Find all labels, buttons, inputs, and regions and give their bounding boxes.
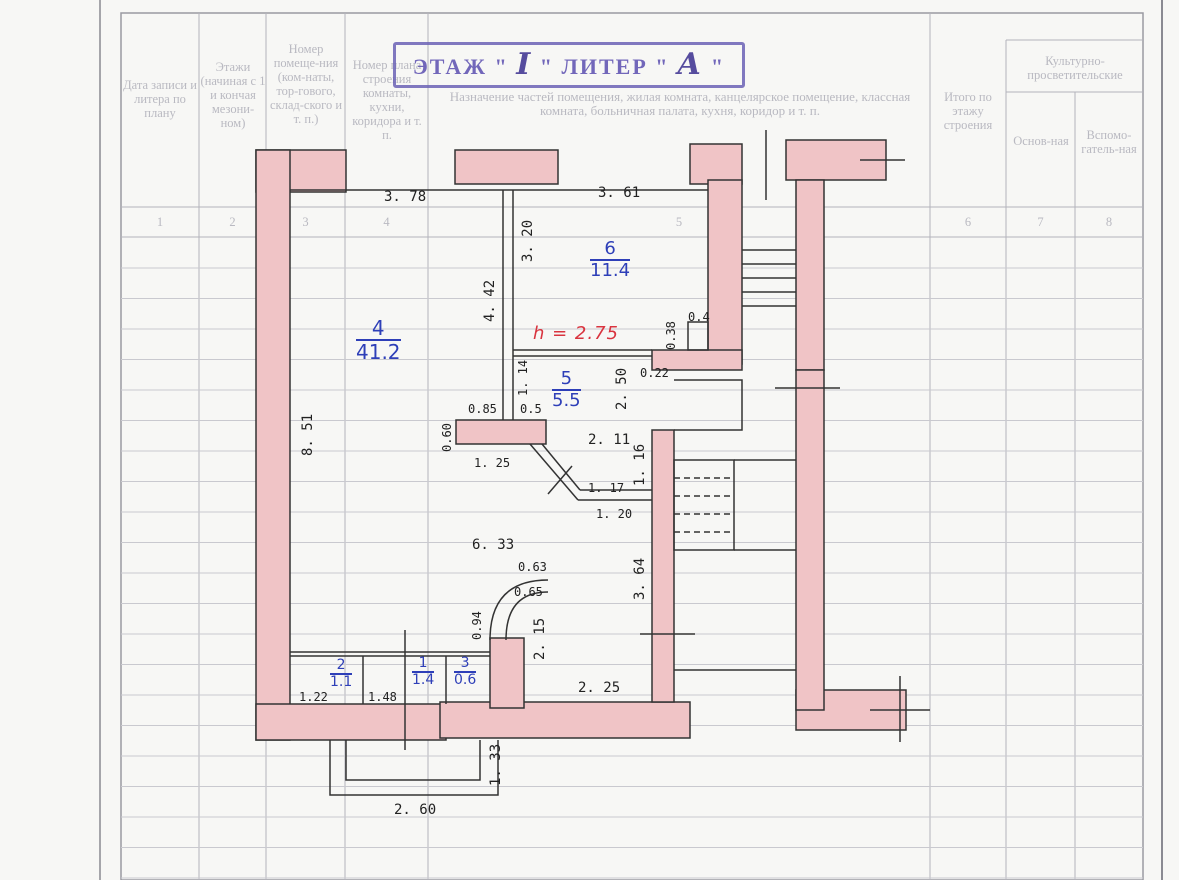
dim-label: 1. 20 xyxy=(596,507,633,521)
room-2-label: 2 1.1 xyxy=(330,658,353,690)
header-purpose: Назначение частей помещения, жилая комна… xyxy=(449,89,911,118)
dim-label: 3. 20 xyxy=(520,219,536,262)
room-1-label: 1 1.4 xyxy=(412,656,435,688)
col-number: 6 xyxy=(964,215,972,229)
dim-label: 0.85 xyxy=(468,402,497,416)
wall-top-right xyxy=(689,143,743,185)
dim-label: 4. 42 xyxy=(482,279,498,322)
room-area: 11.4 xyxy=(590,259,631,281)
room-number: 3 xyxy=(454,656,477,673)
dim-label: 2. 25 xyxy=(578,680,621,696)
room-number: 2 xyxy=(330,658,353,675)
dim-label: 1.22 xyxy=(299,690,328,704)
room-number: 1 xyxy=(412,656,435,673)
dim-label: 6. 33 xyxy=(472,537,515,553)
room-number: 6 xyxy=(590,239,631,261)
dim-label: 3. 78 xyxy=(384,189,427,205)
room-3-label: 3 0.6 xyxy=(454,656,477,688)
stamp-floor-value: I xyxy=(516,47,533,82)
stamp-floor-label: ЭТАЖ xyxy=(412,54,487,79)
stamp-liter-value: А xyxy=(676,47,704,82)
col-number: 8 xyxy=(1105,215,1113,229)
col-number: 2 xyxy=(229,215,236,229)
header-aux: Вспомо-гатель-ная xyxy=(1081,128,1137,156)
wall-inner-right xyxy=(707,179,743,365)
room-number: 5 xyxy=(552,369,581,391)
room-area: 0.6 xyxy=(454,671,477,688)
ceiling-height: h = 2.75 xyxy=(533,323,620,344)
room-5-label: 5 5.5 xyxy=(552,369,581,411)
dim-label: 1. 17 xyxy=(588,481,625,495)
stamp-liter-label: ЛИТЕР xyxy=(561,54,648,79)
dim-label: 1. 14 xyxy=(516,359,530,396)
header-cultural: Культурно-просветительские xyxy=(1027,54,1123,82)
dim-label: 1. 25 xyxy=(474,456,511,470)
wall-corridor xyxy=(651,429,675,703)
room-area: 5.5 xyxy=(552,389,581,411)
header-floors: Этажи (начиная с 1 и кончая мезони-ном) xyxy=(200,60,266,130)
col-number: 5 xyxy=(675,215,683,229)
wall-inner-east xyxy=(795,179,825,371)
dim-label: 0.38 xyxy=(664,321,678,350)
room-4-label: 4 41.2 xyxy=(356,318,401,363)
wall-left xyxy=(255,149,291,741)
room-number: 4 xyxy=(356,318,401,341)
dim-label: 0.63 xyxy=(518,560,547,574)
header-total: Итого по этажу строения xyxy=(943,90,993,132)
dim-label: 2. 60 xyxy=(394,802,437,818)
wall-bottom-mid xyxy=(439,701,691,739)
header-main: Основ-ная xyxy=(1013,134,1069,148)
dim-label: 0.65 xyxy=(514,585,543,599)
wall-column xyxy=(489,637,525,709)
room-area: 1.4 xyxy=(412,671,435,688)
header-plan-number: Номер плана строения комнаты, кухни, кор… xyxy=(352,58,422,142)
dim-label: 0.60 xyxy=(440,423,454,452)
dim-label: 3. 61 xyxy=(598,185,641,201)
dim-label: 1. 33 xyxy=(488,743,504,786)
wall-stub xyxy=(455,419,547,445)
dim-label: 0.4 xyxy=(688,310,710,324)
dim-label: 2. 11 xyxy=(588,432,631,448)
floor-stamp: ЭТАЖ " I " ЛИТЕР " А " xyxy=(393,42,745,88)
dim-label: 0.94 xyxy=(470,611,484,640)
dim-label: 8. 51 xyxy=(300,413,316,456)
col-number: 1 xyxy=(156,215,164,229)
wall-east-lower xyxy=(795,369,825,711)
col-number: 7 xyxy=(1037,215,1044,229)
col-number: 4 xyxy=(383,215,390,229)
dim-label: 3. 64 xyxy=(632,557,648,600)
room-area: 1.1 xyxy=(330,673,353,690)
wall-top-mid xyxy=(454,149,559,185)
dim-label: 0.5 xyxy=(520,402,542,416)
header-date: Дата записи и литера по плану xyxy=(123,78,197,120)
room-area: 41.2 xyxy=(356,340,401,364)
room-6-label: 6 11.4 xyxy=(590,239,631,281)
wall-bottom xyxy=(255,703,447,741)
dim-label: 0.22 xyxy=(640,366,669,380)
col-number: 3 xyxy=(302,215,309,229)
dim-label: 2. 15 xyxy=(532,617,548,660)
dim-label: 1.48 xyxy=(368,690,397,704)
header-room-number: Номер помеще-ния (ком-наты, тор-гового, … xyxy=(269,42,343,126)
dim-label: 1. 16 xyxy=(632,443,648,486)
dim-label: 2. 50 xyxy=(614,367,630,410)
